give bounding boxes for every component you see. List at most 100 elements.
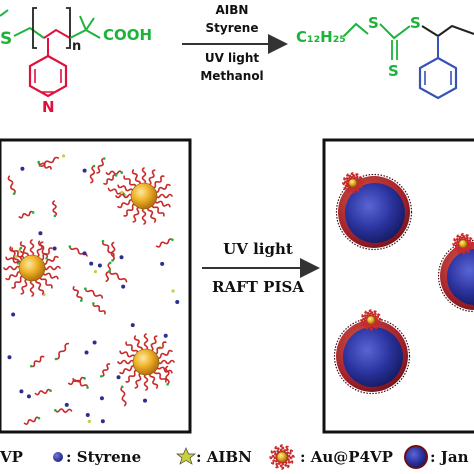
polymer-chain <box>84 287 104 299</box>
chain-end <box>49 389 52 393</box>
styrene-monomer <box>89 261 94 266</box>
condition-uv-light: UV light <box>205 51 260 65</box>
product-s2: S <box>388 62 399 80</box>
product-block-copolymer: C₁₂H₂₅ S S S <box>296 14 474 100</box>
chain-end <box>120 171 124 174</box>
janus-particle <box>437 233 474 313</box>
au-p4vp-particle <box>3 239 61 297</box>
gold-nanoparticle <box>276 451 288 463</box>
styrene-monomer <box>26 394 31 399</box>
product-s3: S <box>410 14 421 32</box>
chain-end <box>83 377 86 380</box>
styrene-monomer <box>119 255 124 260</box>
polymer-chain <box>350 185 356 194</box>
styrene-monomer <box>142 398 147 403</box>
styrene-monomer <box>84 350 89 355</box>
legend: VP : Styrene : AIBN : Au@P4VP : Jan <box>0 444 469 470</box>
polymer-chain <box>453 238 462 244</box>
chain-end <box>68 245 72 248</box>
au-p4vp-particle <box>115 167 173 225</box>
polymer-chain <box>365 321 371 330</box>
styrene-monomer <box>175 300 180 305</box>
polymer-chain <box>151 175 165 189</box>
polymer-chain <box>35 241 44 258</box>
polymer-chain <box>52 200 58 217</box>
polymer-chain <box>156 349 173 359</box>
polymer-chain <box>132 206 141 223</box>
gold-nanoparticle <box>130 182 158 210</box>
styrene-monomer <box>121 284 126 289</box>
polymer-chain <box>119 350 136 359</box>
polymer-chain <box>39 247 53 261</box>
dispersion-panel <box>0 138 192 434</box>
polymer-chain <box>143 373 149 391</box>
polymer-chain <box>343 177 352 183</box>
janus-corona <box>333 317 411 395</box>
chain-end <box>101 239 105 243</box>
chain-end <box>37 160 40 164</box>
polymer-chain <box>155 193 173 199</box>
polymer-chain <box>165 365 170 386</box>
legend-p4vp-label: VP <box>0 448 23 466</box>
janus-core <box>447 249 474 305</box>
styrene-monomer <box>7 355 12 360</box>
polymer-chain <box>156 365 173 374</box>
legend-styrene-dot <box>53 452 63 462</box>
aibn-initiator <box>61 154 66 158</box>
chain-end <box>114 174 118 177</box>
chain-end <box>45 256 48 260</box>
styrene-monomer <box>82 251 87 256</box>
acid-group: COOH <box>103 26 152 44</box>
polymer-chain <box>155 238 174 248</box>
au-p4vp-particle <box>342 172 364 194</box>
polymer-chain <box>279 460 285 470</box>
gold-nanoparticle <box>458 239 468 249</box>
product-chain: C₁₂H₂₅ <box>296 28 346 46</box>
chain-end <box>12 192 16 196</box>
polymer-chain <box>5 271 22 281</box>
polymer-chain <box>105 262 112 282</box>
polymer-chain <box>360 317 369 323</box>
polymer-chain <box>149 335 158 352</box>
polymer-chain <box>464 237 473 245</box>
polymer-chain <box>18 210 34 219</box>
polymer-chain <box>154 199 171 208</box>
polymer-chain <box>96 157 106 174</box>
polymer-chain <box>361 319 370 327</box>
au-p4vp-particle <box>269 444 295 470</box>
polymer-chain <box>11 247 25 261</box>
polymer-chain <box>282 459 290 469</box>
gold-nanoparticle <box>348 178 358 188</box>
pyridine-n: N <box>42 98 55 116</box>
reaction-conditions: AIBN Styrene UV light Methanol <box>182 3 288 83</box>
chain-end <box>171 238 174 242</box>
polymer-chain <box>55 342 70 360</box>
polymer-chain <box>269 454 279 460</box>
polymer-chain <box>270 457 280 465</box>
aibn-initiator <box>14 254 18 259</box>
polymer-chain <box>347 184 353 193</box>
gold-nanoparticle <box>132 348 160 376</box>
polymer-chain <box>35 278 45 295</box>
styrene-monomer <box>163 333 168 338</box>
au-p4vp-particle <box>452 233 474 255</box>
chain-end <box>100 374 103 378</box>
polymer-chain <box>43 265 61 271</box>
polymer-chain <box>284 458 294 464</box>
polymer-chain <box>274 445 282 455</box>
janus-core <box>345 183 405 243</box>
polymer-chain <box>29 279 35 297</box>
janus-particle <box>335 172 413 251</box>
polymer-chain <box>279 444 285 454</box>
polymer-chain <box>34 388 52 396</box>
polymer-chain <box>372 313 381 321</box>
polymer-chain <box>342 180 351 186</box>
polymer-chain <box>131 169 141 186</box>
janus-panel <box>322 138 474 434</box>
styrene-monomer <box>100 419 105 424</box>
polymer-chain <box>284 449 294 457</box>
polymer-chain <box>3 265 21 271</box>
styrene-monomer <box>82 168 87 173</box>
polymer-chain <box>123 203 137 217</box>
polymer-chain <box>283 445 289 455</box>
